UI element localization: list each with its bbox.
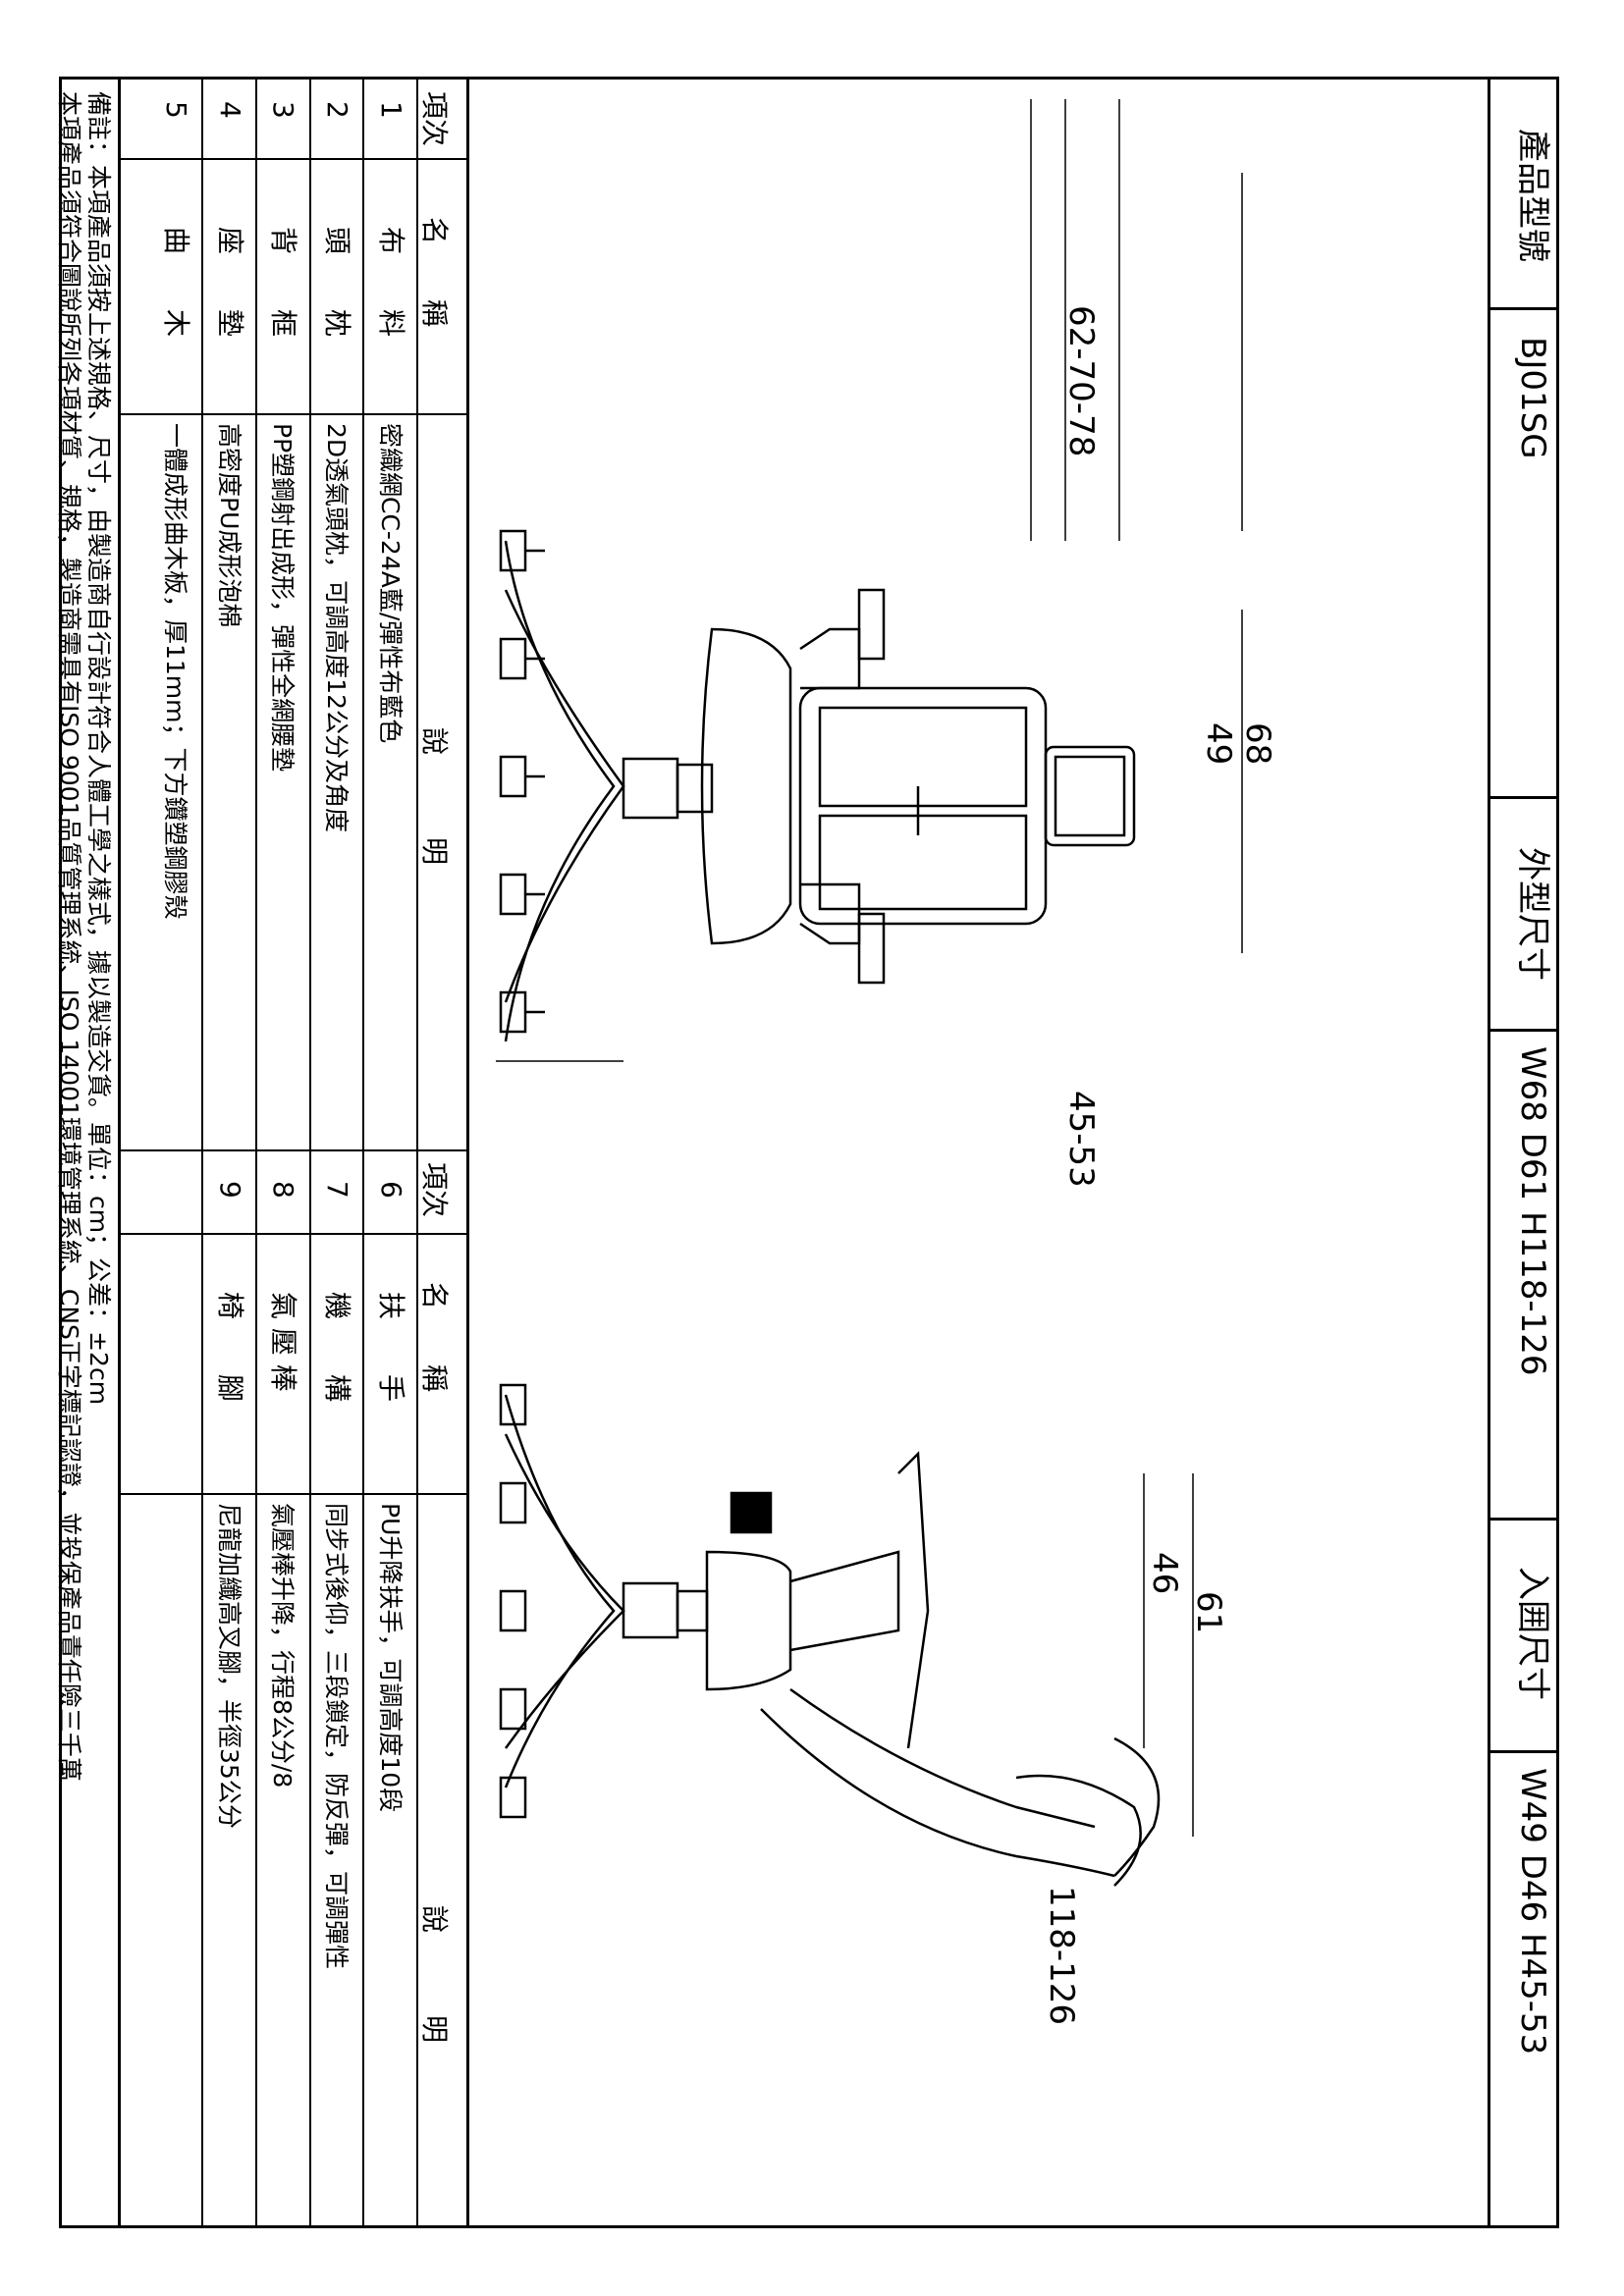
row-1-desc: 密織網CC-24A藍/彈性布藍色 (376, 423, 405, 744)
row-1-no: 1 (375, 101, 407, 119)
row-6-name: 扶 手 (375, 1292, 407, 1403)
row-5-no: 5 (160, 101, 192, 119)
outer-size-label: 外型尺寸 (1513, 847, 1552, 981)
front-dimension-lines (496, 99, 1243, 1062)
model-value: BJ01SG (1513, 337, 1552, 459)
row-4-no: 4 (214, 101, 246, 119)
col-name-header-2: 名 稱 (418, 1282, 451, 1393)
notes-line-1: 備註：本項產品須按上述規格、尺寸，由製造商自行設計符合人體工學之樣式，據以製造交… (84, 91, 113, 1406)
seat-size-value: W49 D46 H45-53 (1513, 1768, 1552, 2056)
row-4-name: 座 墊 (214, 227, 246, 338)
dim-side-depth-outer: 61 (1189, 1591, 1228, 1633)
dim-front-seat-width: 45-53 (1061, 1091, 1101, 1188)
col-no-header-2: 項次 (418, 1162, 451, 1218)
row-9-desc: 尼龍加纖高叉腳，半徑35公分 (215, 1503, 244, 1829)
row-8-desc: 氣壓棒升降，行程8公分/8 (268, 1503, 297, 1789)
row-2-desc: 2D透氣頭枕，可調高度12公分及角度 (322, 423, 351, 832)
row-2-name: 頭 枕 (321, 227, 353, 338)
row-3-desc: PP塑鋼射出成形，彈性全網腰墊 (268, 423, 297, 773)
front-view-drawing (499, 529, 1136, 1042)
side-dimension-lines (1143, 1473, 1194, 1837)
row-1-name: 布 料 (375, 227, 407, 338)
dim-front-width: 62-70-78 (1061, 305, 1101, 456)
row-7-name: 機 構 (321, 1292, 353, 1403)
row-7-no: 7 (321, 1181, 353, 1199)
row-5-desc: 一體成形曲木板，厚11mm；下方鑽塑鋼膠殼 (161, 423, 189, 920)
col-name-header: 名 稱 (418, 217, 451, 328)
header-divider (1488, 80, 1490, 2225)
row-2-no: 2 (321, 101, 353, 119)
dim-back-outer: 68 (1238, 722, 1277, 765)
dim-back-inner: 49 (1199, 722, 1238, 765)
row-3-no: 3 (267, 101, 299, 119)
row-6-desc: PU升降扶手，可調高度10段 (376, 1503, 405, 1813)
col-no-header: 項次 (418, 91, 451, 147)
col-desc-header: 說 明 (418, 727, 451, 866)
notes-line-2: 本項產品須符合圖說所列各項材質、規格，製造商需具有ISO 9001品質管理系統、… (55, 91, 83, 1782)
row-9-no: 9 (214, 1181, 246, 1199)
row-3-name: 背 框 (267, 227, 299, 338)
row-4-desc: 高密度PU成形泡棉 (215, 423, 244, 628)
col-desc-header-2: 說 明 (418, 1905, 451, 2044)
row-5-name: 曲 木 (160, 227, 192, 338)
outer-size-value: W68 D61 H118-126 (1513, 1046, 1552, 1376)
row-8-name: 氣 壓 棒 (267, 1292, 299, 1392)
dim-side-depth-inner: 46 (1145, 1552, 1184, 1594)
seat-size-label: 入囲尺寸 (1513, 1567, 1552, 1700)
row-8-no: 8 (267, 1181, 299, 1199)
row-9-name: 椅 腳 (214, 1292, 246, 1403)
row-7-desc: 同步式後仰，三段鎖定，防反彈，可調彈性 (322, 1503, 351, 1970)
chair-drawings: 62-70-78 45-53 68 49 118-126 61 46 (496, 99, 1277, 2025)
model-label: 產品型號 (1513, 129, 1552, 262)
dim-side-height: 118-126 (1042, 1886, 1081, 2025)
spec-sheet: 產品型號 BJ01SG 外型尺寸 W68 D61 H118-126 入囲尺寸 W… (55, 77, 1559, 2228)
row-6-no: 6 (375, 1181, 407, 1199)
side-view-drawing (499, 1383, 1161, 1887)
